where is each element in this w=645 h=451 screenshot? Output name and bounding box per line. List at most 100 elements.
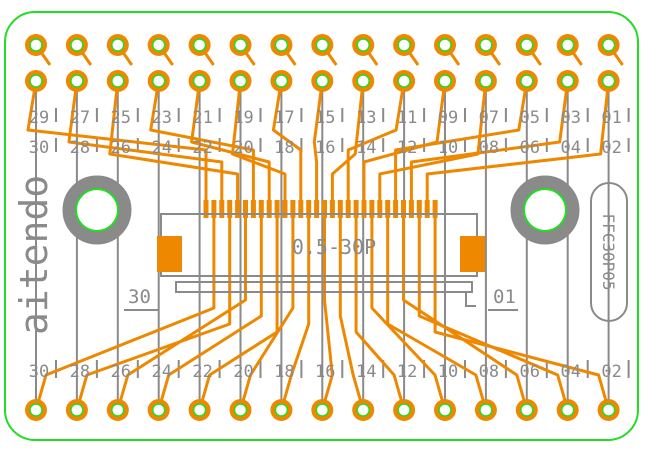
upper-pin-label: 18 (274, 138, 294, 158)
part-code-text: FFC30P05 (599, 213, 618, 290)
ffc-contact-finger (408, 200, 414, 218)
copper-trace (312, 80, 324, 200)
ffc-contact-finger (219, 200, 225, 218)
ffc-contact-finger (401, 200, 406, 218)
top-row1-pad-hole (601, 38, 616, 52)
ffc-contact-finger (322, 200, 327, 218)
bottom-row-pad-hole (151, 403, 166, 417)
upper-pin-label: 29 (29, 108, 49, 128)
top-row2-pad-hole (151, 74, 166, 88)
ffc-contact-finger (250, 200, 256, 218)
top-row2-pad-hole (315, 74, 330, 88)
lower-pin-label: 04 (560, 362, 580, 382)
top-row2-pad-hole (560, 74, 575, 88)
ffc-contact-finger (377, 200, 383, 218)
upper-pin-label: 14 (356, 138, 376, 158)
top-row2-pad-hole (356, 74, 370, 88)
top-row1-pad-hole (438, 38, 452, 52)
copper-trace (116, 218, 247, 411)
upper-pin-label: 09 (438, 108, 458, 128)
top-row1-pad-hole (356, 38, 370, 52)
pad-layer (25, 34, 620, 421)
copper-trace (386, 218, 488, 411)
upper-pin-label: 06 (520, 138, 540, 158)
top-row1-pad-hole (274, 38, 289, 52)
upper-pin-label: 07 (479, 108, 499, 128)
upper-pin-label: 05 (520, 108, 540, 128)
top-row2-pad-hole (70, 74, 84, 88)
upper-pin-label: 27 (70, 108, 90, 128)
top-row1-pad-hole (70, 38, 84, 52)
package-label: 0.5-30P (292, 235, 376, 259)
copper-trace (320, 218, 334, 411)
copper-trace (108, 80, 240, 200)
top-row2-pad-hole (233, 74, 248, 88)
bottom-row-pad-hole (560, 403, 575, 417)
ffc-contact-finger (258, 200, 264, 218)
upper-pin-label: 02 (601, 138, 621, 158)
copper-trace (271, 80, 303, 200)
ffc-contact-finger (290, 200, 296, 218)
top-row1-pad-hole (151, 38, 166, 52)
brand-text: aitendo (12, 175, 56, 335)
copper-trace (425, 80, 611, 200)
top-row1-pad-hole (520, 38, 534, 52)
bottom-row-pad-hole (70, 403, 84, 417)
top-row2-pad-hole (479, 74, 493, 88)
upper-pin-label: 08 (479, 138, 499, 158)
ffc-contact-finger (416, 200, 422, 218)
top-row2-pad-hole (274, 74, 289, 88)
ffc-contact-finger (424, 200, 430, 218)
copper-trace (370, 218, 447, 411)
ffc-contact-finger (211, 200, 217, 218)
ffc-contact-finger (306, 200, 312, 218)
copper-trace (378, 80, 488, 200)
copper-trace (75, 218, 232, 411)
top-row2-pad-hole (438, 74, 452, 88)
top-row1-pad-hole (560, 38, 575, 52)
bottom-row-pad-hole (438, 403, 452, 417)
upper-pin-label: 26 (111, 138, 131, 158)
bottom-row-pad-hole (315, 403, 330, 417)
copper-trace (279, 218, 311, 411)
lower-pin-label: 18 (274, 362, 294, 382)
ffc-contact-finger (337, 200, 343, 218)
copper-trace (157, 218, 263, 411)
ffc-contact-finger (227, 200, 233, 218)
upper-pin-label: 03 (560, 108, 580, 128)
top-row1-pad-hole (192, 38, 207, 52)
upper-pin-label: 30 (29, 138, 49, 158)
part-code-capsule: FFC30P05 (590, 182, 628, 322)
ffc-contact-finger (432, 200, 438, 218)
top-row2-pad-hole (397, 74, 411, 88)
top-row2-pad-hole (111, 74, 125, 88)
top-row1-pad-hole (111, 38, 125, 52)
upper-pin-label: 04 (560, 138, 580, 158)
ffc-contact-finger (298, 200, 304, 218)
ffc-contact-finger (274, 200, 280, 218)
top-row1-pad-hole (315, 38, 330, 52)
copper-trace (231, 80, 287, 200)
top-row1-pad-hole (479, 38, 493, 52)
lower-pin-label: 12 (397, 362, 417, 382)
lower-pin-label: 16 (315, 362, 335, 382)
ffc-contact-finger (243, 200, 248, 218)
mounting-hole-left (62, 175, 132, 245)
ffc-contact-finger (369, 200, 375, 218)
bottom-row-pad-hole (397, 403, 411, 417)
bottom-row-pad-hole (192, 403, 207, 417)
bottom-row-pad-hole (479, 403, 493, 417)
upper-pin-label: 24 (151, 138, 171, 158)
copper-trace (239, 218, 295, 411)
lower-pin-label: 08 (479, 362, 499, 382)
bottom-row-pad-hole (111, 403, 125, 417)
upper-pin-label: 20 (233, 138, 253, 158)
ffc-contact-finger (266, 200, 272, 218)
lower-pin-label: 06 (520, 362, 540, 382)
upper-pin-label: 11 (397, 108, 417, 128)
upper-pin-label: 12 (397, 138, 417, 158)
copper-trace (67, 80, 224, 200)
mounting-hole-right (510, 175, 580, 245)
upper-pin-label: 23 (151, 108, 171, 128)
top-row2-pad-hole (192, 74, 207, 88)
